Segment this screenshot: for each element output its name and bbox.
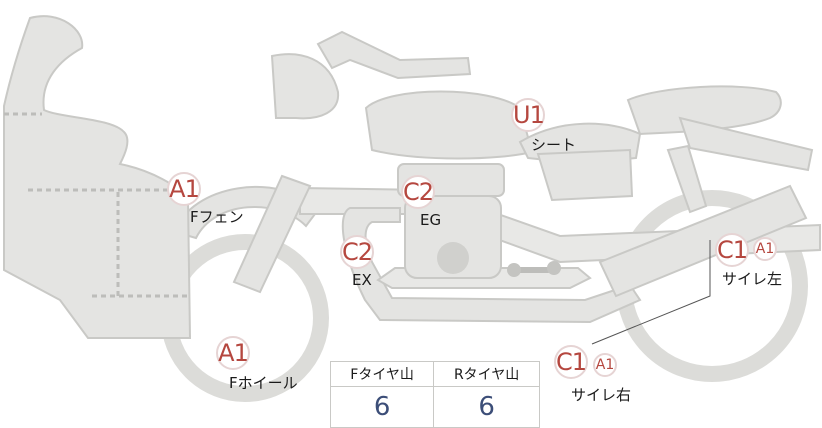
muffler-right-sub-grade-badge: A1 — [593, 353, 617, 377]
muffler-right-grade-badge: C1 — [554, 345, 588, 379]
rear-tire-tread-value: 6 — [433, 386, 540, 428]
handlebar-shape — [316, 30, 472, 80]
tire-tread-value-row: 6 6 — [329, 386, 540, 428]
muffler-left-label: サイレ左 — [722, 270, 783, 288]
side-cover-shape — [536, 148, 634, 202]
front-wheel-label: Fホイール — [229, 374, 298, 392]
engine-grade-badge: C2 — [401, 175, 435, 209]
seat-label: シート — [531, 136, 577, 154]
muffler-right-label: サイレ右 — [571, 386, 632, 404]
fuel-tank-shape — [364, 90, 534, 160]
front-fender-grade-badge: A1 — [167, 172, 201, 206]
exhaust-label: EX — [352, 271, 372, 289]
front-tire-tread-value: 6 — [329, 386, 435, 428]
rear-tire-tread-header: Rタイヤ山 — [433, 361, 540, 387]
exhaust-shape — [341, 207, 642, 324]
engine-cover — [437, 242, 469, 274]
engine-label: EG — [420, 211, 442, 229]
tail-cowl-shape — [678, 116, 814, 172]
footpeg-end — [507, 263, 521, 277]
muffler-left-sub-grade-badge: A1 — [753, 237, 777, 261]
front-cowl-shape — [3, 15, 192, 339]
seat-grade-badge: U1 — [511, 98, 545, 132]
tire-tread-table: Fタイヤ山 Rタイヤ山 6 6 — [329, 361, 540, 428]
front-fork-shape — [232, 174, 312, 294]
exhaust-grade-badge: C2 — [340, 235, 374, 269]
front-tire-tread-header: Fタイヤ山 — [329, 361, 435, 387]
footpeg-end — [547, 261, 561, 275]
front-wheel-grade-badge: A1 — [216, 336, 250, 370]
rear-shock-shape — [666, 144, 708, 214]
front-fender-label: Fフェン — [190, 208, 244, 226]
leader-line — [591, 240, 711, 345]
tire-tread-header-row: Fタイヤ山 Rタイヤ山 — [329, 361, 540, 387]
muffler-shape — [598, 184, 808, 298]
muffler-left-grade-badge: C1 — [715, 233, 749, 267]
headlight-shape — [270, 53, 340, 120]
